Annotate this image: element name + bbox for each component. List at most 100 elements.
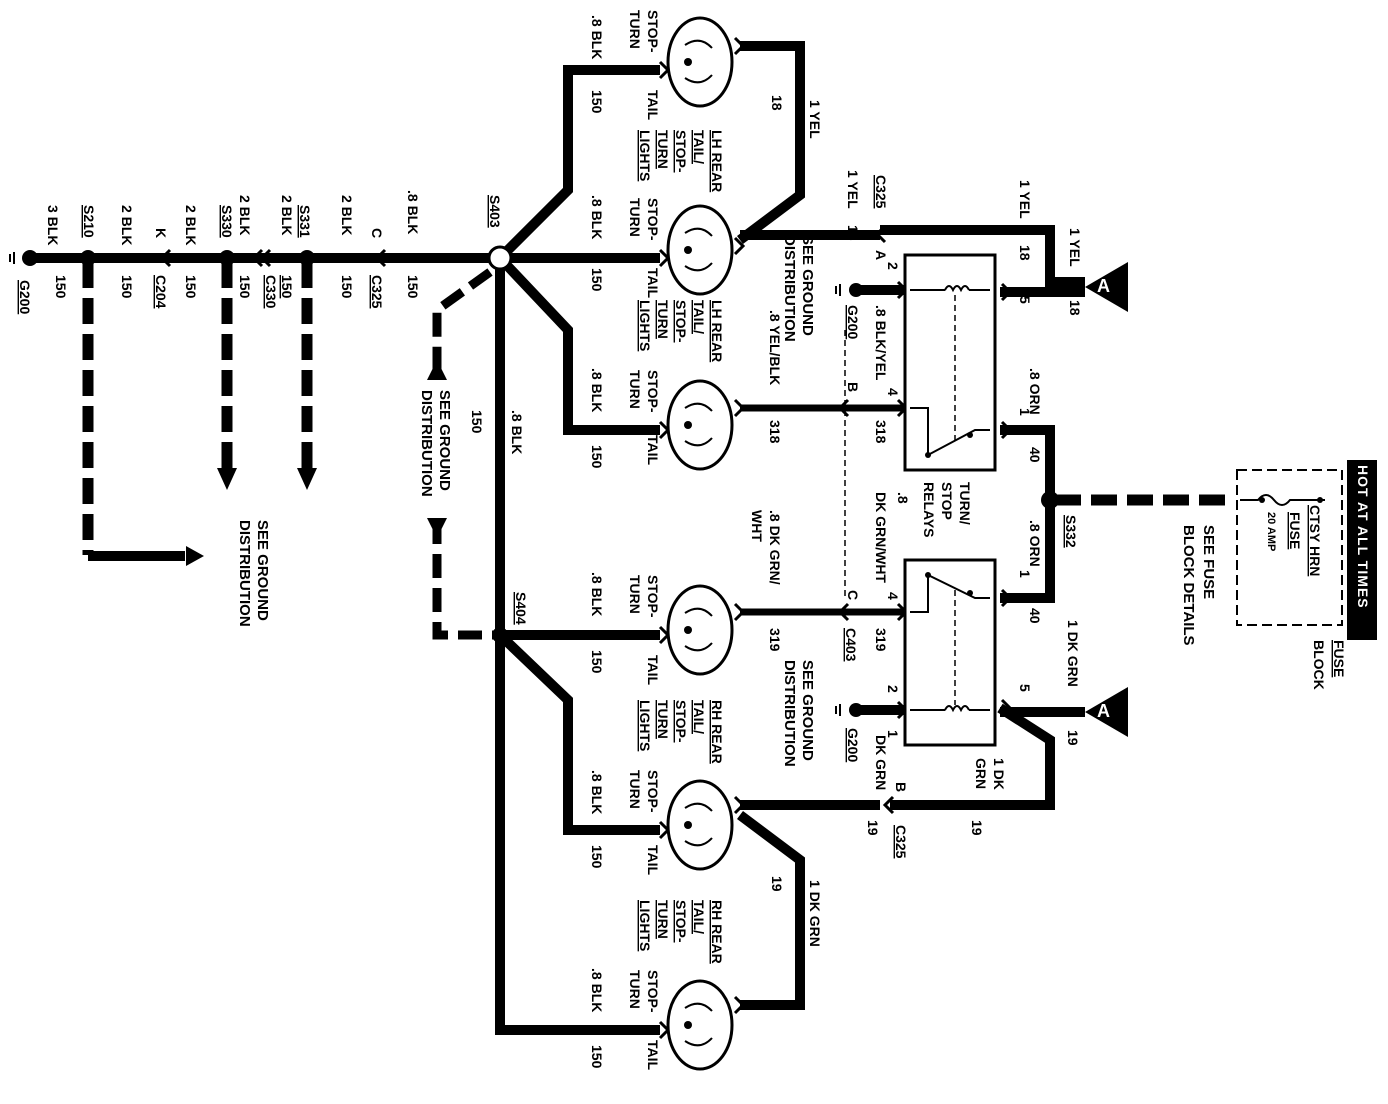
- lh-top-chev: [733, 36, 746, 56]
- label-150-rhbottom: 150: [589, 1045, 605, 1069]
- label-stop-top: STOP-: [645, 10, 661, 53]
- label-relay-bottom-pin5: 5: [1017, 684, 1033, 692]
- label-40-bottom: 40: [1027, 608, 1043, 624]
- rh-low-chev: [733, 795, 746, 815]
- label-18-top: 18: [769, 95, 785, 111]
- label-pin-b-bottom: B: [893, 782, 909, 792]
- label-distribution-center: DISTRIBUTION: [418, 390, 435, 497]
- label-150-d: 150: [237, 275, 253, 299]
- label-see-ground-left-a: SEE GROUND: [254, 520, 271, 621]
- label-8blk-center: .8 BLK: [509, 410, 525, 454]
- label-g200-top: G200: [845, 305, 861, 339]
- s331-dot: [299, 250, 315, 266]
- lh-top-yel-wire: [737, 41, 805, 244]
- label-150-center: 150: [469, 410, 485, 434]
- label-2blk-b: 2 BLK: [183, 205, 199, 245]
- label-1yel-top: 1 YEL: [807, 100, 823, 139]
- label-c325-top: C325: [873, 175, 889, 209]
- label-tail-slash-d: TAIL/: [691, 900, 707, 934]
- splices: [22, 245, 1059, 717]
- label-hot-at-all-times: HOT AT ALL TIMES: [1355, 465, 1371, 609]
- c325-left-chevron: [374, 248, 387, 268]
- label-relay-bottom-pin4: 4: [885, 592, 901, 600]
- label-turn-c: TURN: [655, 700, 671, 739]
- label-s330: S330: [219, 205, 235, 238]
- label-tail-mid: TAIL: [645, 268, 661, 299]
- rh-mid-chev: [733, 602, 746, 622]
- label-c330: C330: [263, 275, 279, 309]
- label-block-details: BLOCK DETAILS: [1180, 525, 1197, 646]
- c325-top-chevron: [874, 224, 887, 244]
- label-fuse-block-b: BLOCK: [1311, 640, 1327, 690]
- relay-bottom-pin1-chev: [1000, 588, 1013, 608]
- b-chevron: [837, 398, 850, 418]
- g200-top-dot: [849, 283, 863, 297]
- rh-mid-lamp: [666, 584, 734, 676]
- label-turn-stop-a: TURN/: [957, 482, 973, 525]
- label-turn-stop-b: STOP: [939, 482, 955, 520]
- s331-ground-arrow: [297, 468, 317, 490]
- label-tail-slash-b: TAIL/: [691, 300, 707, 334]
- label-318-b: 318: [873, 420, 889, 444]
- label-k: K: [153, 228, 169, 238]
- label-pin-a: A: [873, 250, 889, 260]
- label-150-low: 150: [589, 445, 605, 469]
- labels: 3 BLK 150 G200 S210 2 BLK 150 K C204 2 B…: [17, 10, 1371, 1071]
- relay-top-pin1-chev: [1000, 420, 1013, 440]
- s403-to-lh-low-lamp: [496, 254, 660, 435]
- label-8blkyel: .8 BLK/YEL: [873, 305, 889, 381]
- label-distribution-left: DISTRIBUTION: [236, 520, 253, 627]
- label-dkgrnwht-rh-a: .8 DK GRN/: [767, 510, 783, 585]
- pin-a-bottom-label: A: [1097, 701, 1111, 721]
- c330-chevron-b: [259, 248, 272, 268]
- label-8orn-bottom: .8 ORN: [1027, 520, 1043, 567]
- see-ground-up-arrow: [427, 360, 447, 380]
- yel-to-pin-a-top: [880, 225, 1085, 287]
- label-pin-c: C: [845, 590, 861, 600]
- label-8blk-mid: .8 BLK: [589, 195, 605, 239]
- label-2blk-d: 2 BLK: [279, 195, 295, 235]
- label-turn-rhbottom: TURN: [627, 970, 643, 1009]
- label-319-a: 319: [767, 628, 783, 652]
- ground-arrows: [186, 262, 1128, 737]
- label-stop-dash-d: STOP-: [673, 900, 689, 943]
- relay-bottom-pin5-chev: [1000, 698, 1013, 718]
- label-tail-slash-a: TAIL/: [691, 130, 707, 164]
- label-turn-top: TURN: [627, 10, 643, 49]
- label-pin-b: B: [845, 382, 861, 392]
- s403-dot: [487, 245, 513, 271]
- label-distribution-bottom: DISTRIBUTION: [781, 660, 798, 767]
- label-1dkgrn-rhlow: 1 DK GRN: [807, 880, 823, 947]
- label-see-ground-mid: SEE GROUND: [799, 235, 816, 336]
- c330-chevron-a: [251, 248, 264, 268]
- label-turn-mid: TURN: [627, 198, 643, 237]
- label-relay-bottom-pin2: 2: [885, 685, 901, 693]
- label-lights-c: LIGHTS: [637, 700, 653, 751]
- label-tail-rhmid: TAIL: [645, 655, 661, 686]
- label-s332: S332: [1063, 515, 1079, 548]
- label-relay-top-pin2: 2: [885, 262, 901, 270]
- g200-left-dot: [22, 250, 38, 266]
- label-150-e: 150: [279, 275, 295, 299]
- label-stop-rhlow: STOP-: [645, 770, 661, 813]
- label-fuse-block-a: FUSE: [1331, 640, 1347, 677]
- label-turn-stop-c: RELAYS: [921, 482, 937, 538]
- label-lights-a: LIGHTS: [637, 130, 653, 181]
- label-lights-b: LIGHTS: [637, 300, 653, 351]
- relay-top-pin5-chev: [1000, 282, 1013, 302]
- label-c325-bottom: C325: [893, 825, 909, 859]
- label-see-ground-bottom: SEE GROUND: [799, 660, 816, 761]
- pin-a-bottom-triangle: [1085, 687, 1128, 737]
- relay-bottom-box: [903, 558, 997, 747]
- label-see-ground-center: SEE GROUND: [436, 390, 453, 491]
- label-dkgrnwht-top-a: .8: [895, 492, 911, 504]
- ground-symbols: [9, 252, 841, 716]
- rh-low-lamp: [666, 779, 734, 871]
- rh-low-to-bottom-lamp: [737, 811, 805, 1010]
- label-g200-left: G200: [17, 280, 33, 314]
- fuse-block: [1236, 460, 1377, 640]
- label-1yel-right-b: 1 YEL: [1067, 228, 1083, 267]
- label-ctsy-hrn: CTSY HRN: [1307, 505, 1323, 576]
- label-tail-top: TAIL: [645, 90, 661, 121]
